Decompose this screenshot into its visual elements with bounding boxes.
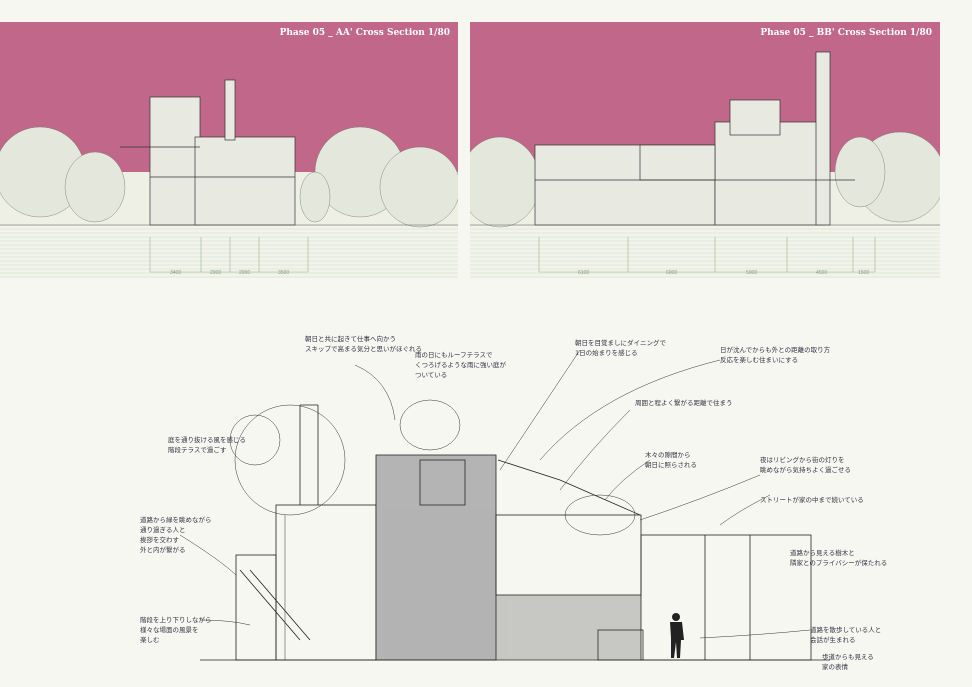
section-bb-panel: 6100 6000 5000 4500 1500 Phase 05 _ BB' … [470,22,940,278]
annotation-note: 階段を上り下りしながら 様々な場面の風景を 楽しむ [140,616,212,644]
dimension-label: 2000 [210,270,222,276]
section-aa-panel: 3400 2000 2000 3500 Phase 05 _ AA' Cross… [0,22,458,278]
annotation-note: ストリートが家の中まで続いている [760,496,864,504]
annotation-note: 歩道からも見える 家の表情 [822,653,874,671]
dimension-label: 5000 [746,270,758,276]
dimension-label: 3500 [278,270,290,276]
elevation-drawing [179,349,830,661]
dimension-label: 3400 [170,270,182,276]
dimension-label: 6000 [666,270,678,276]
annotation-note: 庭を通り抜ける風を感じる 階段テラスで過ごす [168,436,246,454]
annotation-note: 道路を散歩している人と 会話が生まれる [810,626,882,644]
section-aa-drawing [0,79,458,273]
annotation-note: 朝日と共に起きて仕事へ向かう スキップで高まる気分と思いがほぐれる [305,335,422,353]
ground-hatch [470,225,940,278]
annotation-note: 雨の日にもルーフテラスで くつろげるような雨に強い庭が ついている [415,351,506,379]
person-silhouette [670,613,684,658]
annotation-note: 木々の隙間から 朝日に照らされる [645,451,697,469]
annotation-note: 周囲と程よく繋がる距離で住まう [635,399,733,407]
panel-title: Phase 05 _ AA' Cross Section 1/80 [279,28,450,38]
dimension-label: 6100 [578,270,590,276]
section-bb-drawing [470,51,940,273]
dimension-label: 2000 [239,270,251,276]
dimension-label: 4500 [816,270,828,276]
annotation-note: 道路から見える樹木と 隣家とのプライバシーが保たれる [790,549,888,567]
annotation-note: 朝日を目覚ましにダイニングで 1日の始まりを感じる [575,339,666,357]
annotation-note: 日が沈んでからも外との距離の取り方 反応を楽しむ住まいにする [720,346,831,364]
ground-hatch [0,225,458,278]
annotation-note: 道路から緑を眺めながら 通り過ぎる人と 挨拶を交わす 外と内が繋がる [140,516,212,554]
annotation-note: 夜はリビングから街の灯りを 眺めながら気持ちよく過ごせる [760,456,851,474]
panel-title: Phase 05 _ BB' Cross Section 1/80 [760,28,932,38]
elevation-sketch: 朝日と共に起きて仕事へ向かう スキップで高まる気分と思いがほぐれる 雨の日にもル… [0,290,972,687]
dimension-label: 1500 [858,270,870,276]
